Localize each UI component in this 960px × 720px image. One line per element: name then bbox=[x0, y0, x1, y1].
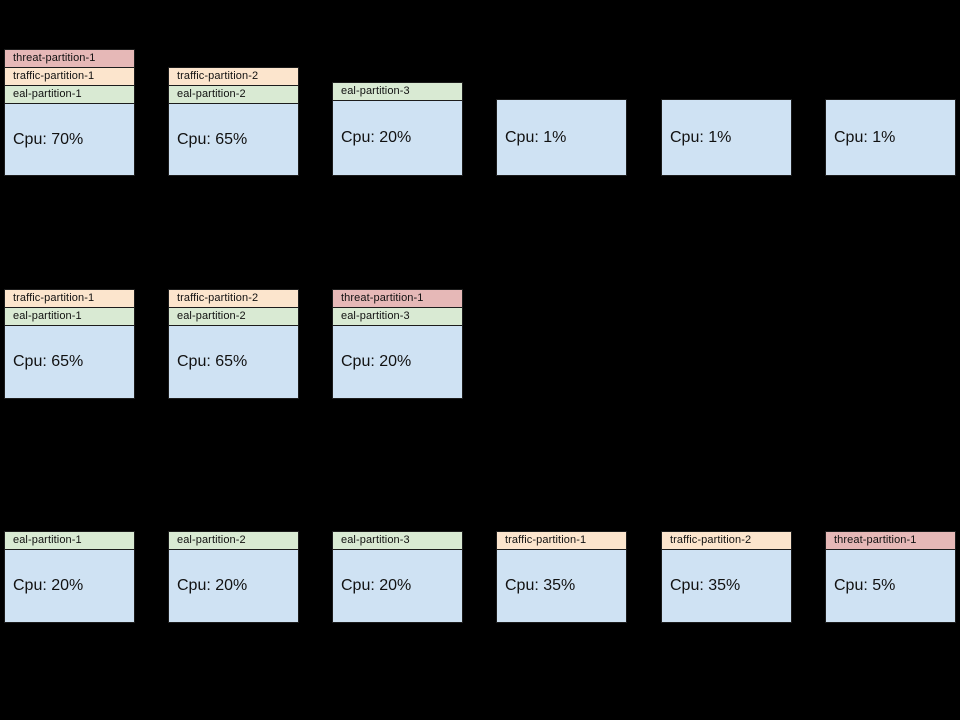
cpu-body: Cpu: 35% bbox=[662, 550, 791, 622]
cpu-usage-label: Cpu: 35% bbox=[670, 577, 741, 594]
partition-stripe-eal: eal-partition-1 bbox=[5, 532, 134, 550]
cpu-usage-label: Cpu: 20% bbox=[341, 577, 412, 594]
partition-stripe-threat: threat-partition-1 bbox=[826, 532, 955, 550]
cpu-body: Cpu: 65% bbox=[169, 104, 298, 175]
partition-stripe-threat: threat-partition-1 bbox=[5, 50, 134, 68]
partition-stripe-eal: eal-partition-1 bbox=[5, 86, 134, 104]
cpu-body: Cpu: 20% bbox=[333, 550, 462, 622]
cpu-body: Cpu: 20% bbox=[333, 101, 462, 175]
partition-node-card[interactable]: Cpu: 1% bbox=[496, 99, 627, 176]
partition-stripe-traffic: traffic-partition-1 bbox=[5, 68, 134, 86]
cpu-body: Cpu: 65% bbox=[169, 326, 298, 398]
cpu-body: Cpu: 20% bbox=[5, 550, 134, 622]
cpu-usage-label: Cpu: 65% bbox=[13, 353, 84, 370]
cpu-body: Cpu: 1% bbox=[826, 100, 955, 175]
cpu-usage-label: Cpu: 1% bbox=[834, 128, 896, 146]
partition-stripe-eal: eal-partition-2 bbox=[169, 86, 298, 104]
partition-stripe-traffic: traffic-partition-1 bbox=[5, 290, 134, 308]
cpu-usage-label: Cpu: 35% bbox=[505, 577, 576, 594]
cpu-usage-label: Cpu: 20% bbox=[341, 129, 412, 146]
cpu-usage-label: Cpu: 1% bbox=[670, 128, 732, 146]
partition-stripe-traffic: traffic-partition-1 bbox=[497, 532, 626, 550]
cpu-usage-label: Cpu: 70% bbox=[13, 130, 84, 148]
partition-stripe-eal: eal-partition-1 bbox=[5, 308, 134, 326]
cpu-body: Cpu: 35% bbox=[497, 550, 626, 622]
cpu-body: Cpu: 70% bbox=[5, 104, 134, 175]
partition-node-card[interactable]: Cpu: 1% bbox=[661, 99, 792, 176]
cpu-body: Cpu: 1% bbox=[497, 100, 626, 175]
cpu-usage-label: Cpu: 20% bbox=[341, 353, 412, 370]
cpu-body: Cpu: 20% bbox=[333, 326, 462, 398]
partition-stripe-eal: eal-partition-2 bbox=[169, 532, 298, 550]
cpu-usage-label: Cpu: 1% bbox=[505, 128, 567, 146]
cpu-body: Cpu: 65% bbox=[5, 326, 134, 398]
partition-stripe-eal: eal-partition-3 bbox=[333, 532, 462, 550]
partition-stripe-traffic: traffic-partition-2 bbox=[662, 532, 791, 550]
cpu-usage-label: Cpu: 5% bbox=[834, 577, 896, 594]
cpu-body: Cpu: 20% bbox=[169, 550, 298, 622]
cpu-usage-label: Cpu: 65% bbox=[177, 353, 248, 370]
cpu-body: Cpu: 1% bbox=[662, 100, 791, 175]
partition-stripe-eal: eal-partition-3 bbox=[333, 83, 462, 101]
partition-stripe-eal: eal-partition-2 bbox=[169, 308, 298, 326]
cpu-usage-label: Cpu: 65% bbox=[177, 130, 248, 148]
partition-stripe-threat: threat-partition-1 bbox=[333, 290, 462, 308]
cpu-usage-label: Cpu: 20% bbox=[177, 577, 248, 594]
cpu-body: Cpu: 5% bbox=[826, 550, 955, 622]
partition-stripe-traffic: traffic-partition-2 bbox=[169, 68, 298, 86]
partition-node-card[interactable]: Cpu: 1% bbox=[825, 99, 956, 176]
partition-stripe-eal: eal-partition-3 bbox=[333, 308, 462, 326]
cpu-usage-label: Cpu: 20% bbox=[13, 577, 84, 594]
partition-stripe-traffic: traffic-partition-2 bbox=[169, 290, 298, 308]
